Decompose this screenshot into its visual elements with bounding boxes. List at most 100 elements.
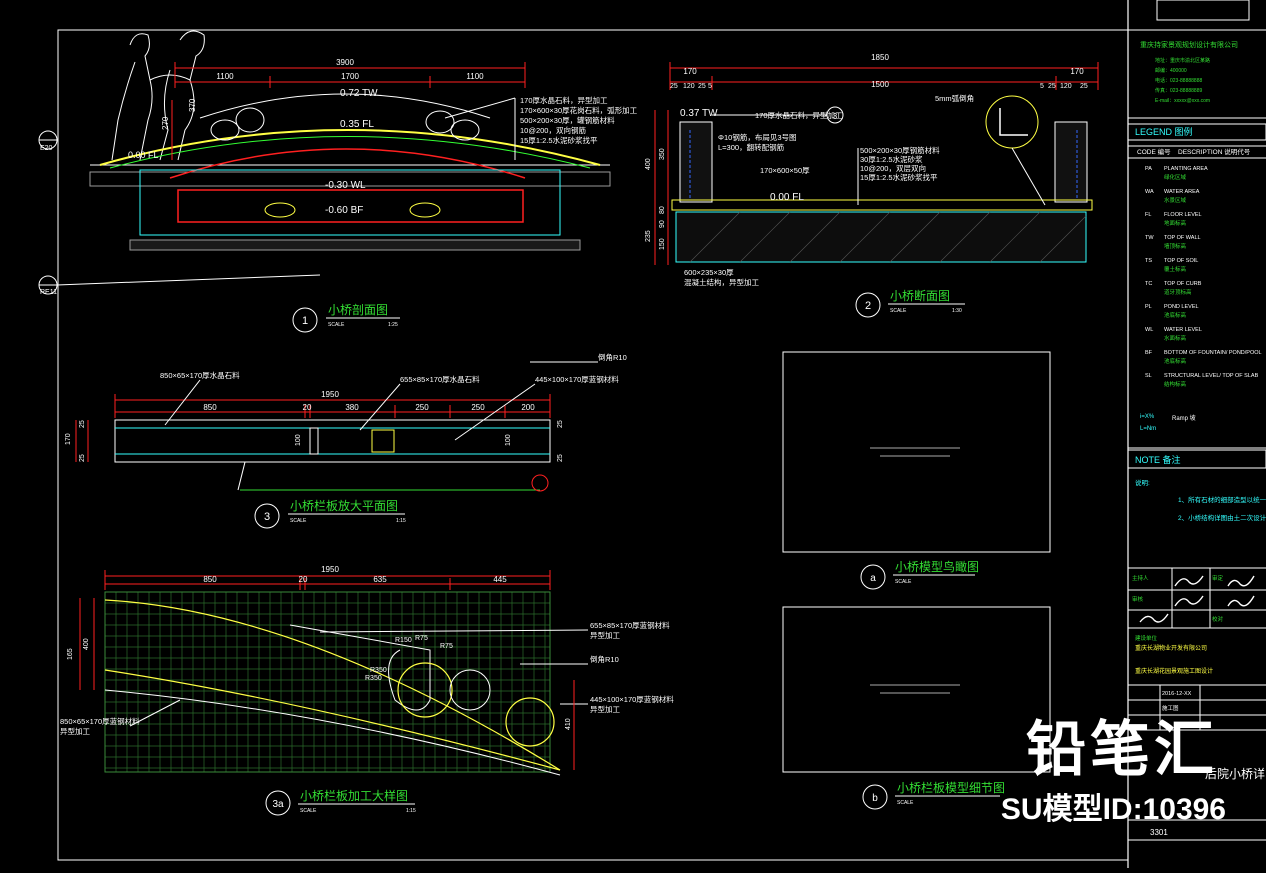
legend-code: TC xyxy=(1145,281,1152,287)
p3-dim-total: 1950 xyxy=(321,390,339,399)
legend-ramp2: L=Nm xyxy=(1140,426,1156,432)
d3a-labels: 655×85×170厚蓝钢材料 异型加工 倒角R10 445×100×170厚蓝… xyxy=(60,620,674,736)
scale-label-b: SCALE xyxy=(897,800,914,806)
p3-dim-4: 250 xyxy=(471,403,485,412)
scale-label-3: SCALE xyxy=(290,518,307,524)
s2-bottom-note: 600×235×30厚 xyxy=(684,268,734,277)
p3-v-2: 25 xyxy=(79,454,86,462)
company-address: 地址：重庆市渝北区某路 邮编：400000 电话：023-88888888 传真… xyxy=(1155,57,1210,104)
p3-v-6: 25 xyxy=(557,454,564,462)
s1-fl: 0.35 FL xyxy=(340,119,374,130)
s2-v-2: 80 xyxy=(659,206,666,214)
s1-tag-ref: E20 xyxy=(40,145,53,152)
d3a-vdims: 165 400 410 xyxy=(67,638,572,730)
legend-desc-cn: 结构标高 xyxy=(1164,380,1187,388)
legend-desc-cn: 水景区域 xyxy=(1164,196,1187,204)
model-view-b: b 小桥栏板模型细节图 SCALE xyxy=(782,606,1051,810)
scale-2: 1:30 xyxy=(952,308,962,314)
p3-dim-0: 850 xyxy=(203,403,217,412)
note-item-1: 2、小桥结构详图由土二次设计。 xyxy=(1178,513,1266,522)
title-section-3: 小桥栏板放大平面图 xyxy=(290,498,398,513)
s1-dim-right: 1100 xyxy=(466,72,484,81)
title-model-a: 小桥模型鸟瞰图 xyxy=(895,559,979,574)
legend-desc-col: DESCRIPTION 说明代号 xyxy=(1178,147,1251,156)
people-silhouette xyxy=(111,30,205,161)
signature-4 xyxy=(1227,595,1255,607)
s2-note-7: 15厚1:2.5水泥砂浆找平 xyxy=(860,172,938,182)
d3a-r-2: R150 xyxy=(395,637,412,644)
sign-rows: 主持人 审定 审核 校对 xyxy=(1132,574,1224,623)
s2-dim-c: 170 xyxy=(1070,67,1084,76)
s2-small-0: 25 xyxy=(670,83,678,90)
title-model-b: 小桥栏板模型细节图 xyxy=(897,780,1005,795)
p3-label-2: 445×100×170厚蓝钢材料 xyxy=(535,374,619,384)
s2-note-4: 500×200×30厚钢筋材料 xyxy=(860,145,940,155)
p3-v-0: 170 xyxy=(65,433,72,445)
scale-label-3a: SCALE xyxy=(300,808,317,814)
s2-note-6: 10@200，双层双向 xyxy=(860,163,926,173)
p3-dim-3: 250 xyxy=(415,403,429,412)
d3a-v-1: 400 xyxy=(83,638,90,650)
p3-dim-5: 200 xyxy=(521,403,535,412)
legend-header: LEGEND 图例 xyxy=(1135,126,1193,137)
legend-desc-cn: 覆土标高 xyxy=(1164,265,1187,273)
title-block: 重庆持家景观规划设计有限公司 地址：重庆市渝北区某路 邮编：400000 电话：… xyxy=(1127,0,1266,841)
title-num-3: 3 xyxy=(264,511,270,523)
d3a-r-1: R350 xyxy=(365,675,382,682)
legend-desc-en: FLOOR LEVEL xyxy=(1164,212,1202,218)
addr-2: 电话：023-88888888 xyxy=(1155,77,1202,84)
client-name: 重庆长湖物业开发有限公司 xyxy=(1135,644,1207,652)
client-label: 建设单位 xyxy=(1135,634,1158,642)
signature-1 xyxy=(1174,575,1204,587)
legend-code: FL xyxy=(1145,212,1151,218)
d3a-dim-total: 1950 xyxy=(321,565,339,574)
drawing-frame xyxy=(57,29,1129,861)
sheet-number: 3301 xyxy=(1150,828,1168,837)
s2-small-5: 25 xyxy=(1048,83,1056,90)
s2-note-1: Φ10钢筋，布局见3号图 xyxy=(718,132,797,142)
s1-note-3: 10@200，双向钢筋 xyxy=(520,125,586,135)
p3-v-4: 100 xyxy=(505,434,512,446)
title-num-a: a xyxy=(870,573,876,584)
legend-desc-cn: 池底标高 xyxy=(1164,357,1187,365)
title-num-b: b xyxy=(872,793,878,804)
s1-note-0: 170厚水晶石料，异型加工 xyxy=(520,95,608,105)
sign-row-0: 主持人 xyxy=(1132,574,1149,582)
legend-ramp1: i=X% xyxy=(1140,414,1155,420)
company-name: 重庆持家景观规划设计有限公司 xyxy=(1140,40,1238,49)
s2-dim-total: 1850 xyxy=(871,53,889,62)
s1-dim-270: 270 xyxy=(161,116,170,130)
s2-tw: 0.37 TW xyxy=(680,108,718,119)
d3a-dims: 850 20 635 445 xyxy=(203,575,507,584)
legend-desc-en: TOP OF WALL xyxy=(1164,235,1201,241)
legend-code: PL xyxy=(1145,304,1152,310)
s2-v-3: 150 xyxy=(659,238,666,250)
note-header: NOTE 备注 xyxy=(1135,454,1181,465)
s2-small-2: 25 xyxy=(698,83,706,90)
s1-note-4: 15厚1:2.5水泥砂浆找平 xyxy=(520,135,598,145)
p3-labels: 850×65×170厚水晶石料 655×85×170厚水晶石料 445×100×… xyxy=(160,352,627,384)
d3a-v-2: 410 xyxy=(565,718,572,730)
legend-desc-cn: 绿化区域 xyxy=(1164,173,1187,181)
sheet-title: 后院小桥详图 xyxy=(1205,766,1266,781)
d3a-label-4: 异型加工 xyxy=(590,704,620,714)
d3a-radii: R350 R350 R150 R75 R75 xyxy=(365,635,453,682)
s1-dim-370: 370 xyxy=(188,98,197,112)
p3-v-3: 100 xyxy=(295,434,302,446)
d3a-dim-0: 850 xyxy=(203,575,217,584)
d3a-r-4: R75 xyxy=(440,643,453,650)
p3-v-5: 25 xyxy=(557,420,564,428)
legend-desc-en: TOP OF SOIL xyxy=(1164,258,1198,264)
s1-tw: 0.72 TW xyxy=(340,88,378,99)
legend-desc-cn: 地面标高 xyxy=(1164,219,1187,227)
s2-callout: 3 xyxy=(833,112,838,121)
s1-wl: -0.30 WL xyxy=(325,180,366,191)
legend-code: WA xyxy=(1145,189,1154,195)
d3a-v-0: 165 xyxy=(67,648,74,660)
legend-desc-cn: 道牙顶标高 xyxy=(1164,288,1192,296)
p3-label-1: 655×85×170厚水晶石料 xyxy=(400,374,480,384)
d3a-label-6: 异型加工 xyxy=(60,726,90,736)
project-name: 重庆长湖花园景观施工图设计 xyxy=(1135,667,1213,675)
